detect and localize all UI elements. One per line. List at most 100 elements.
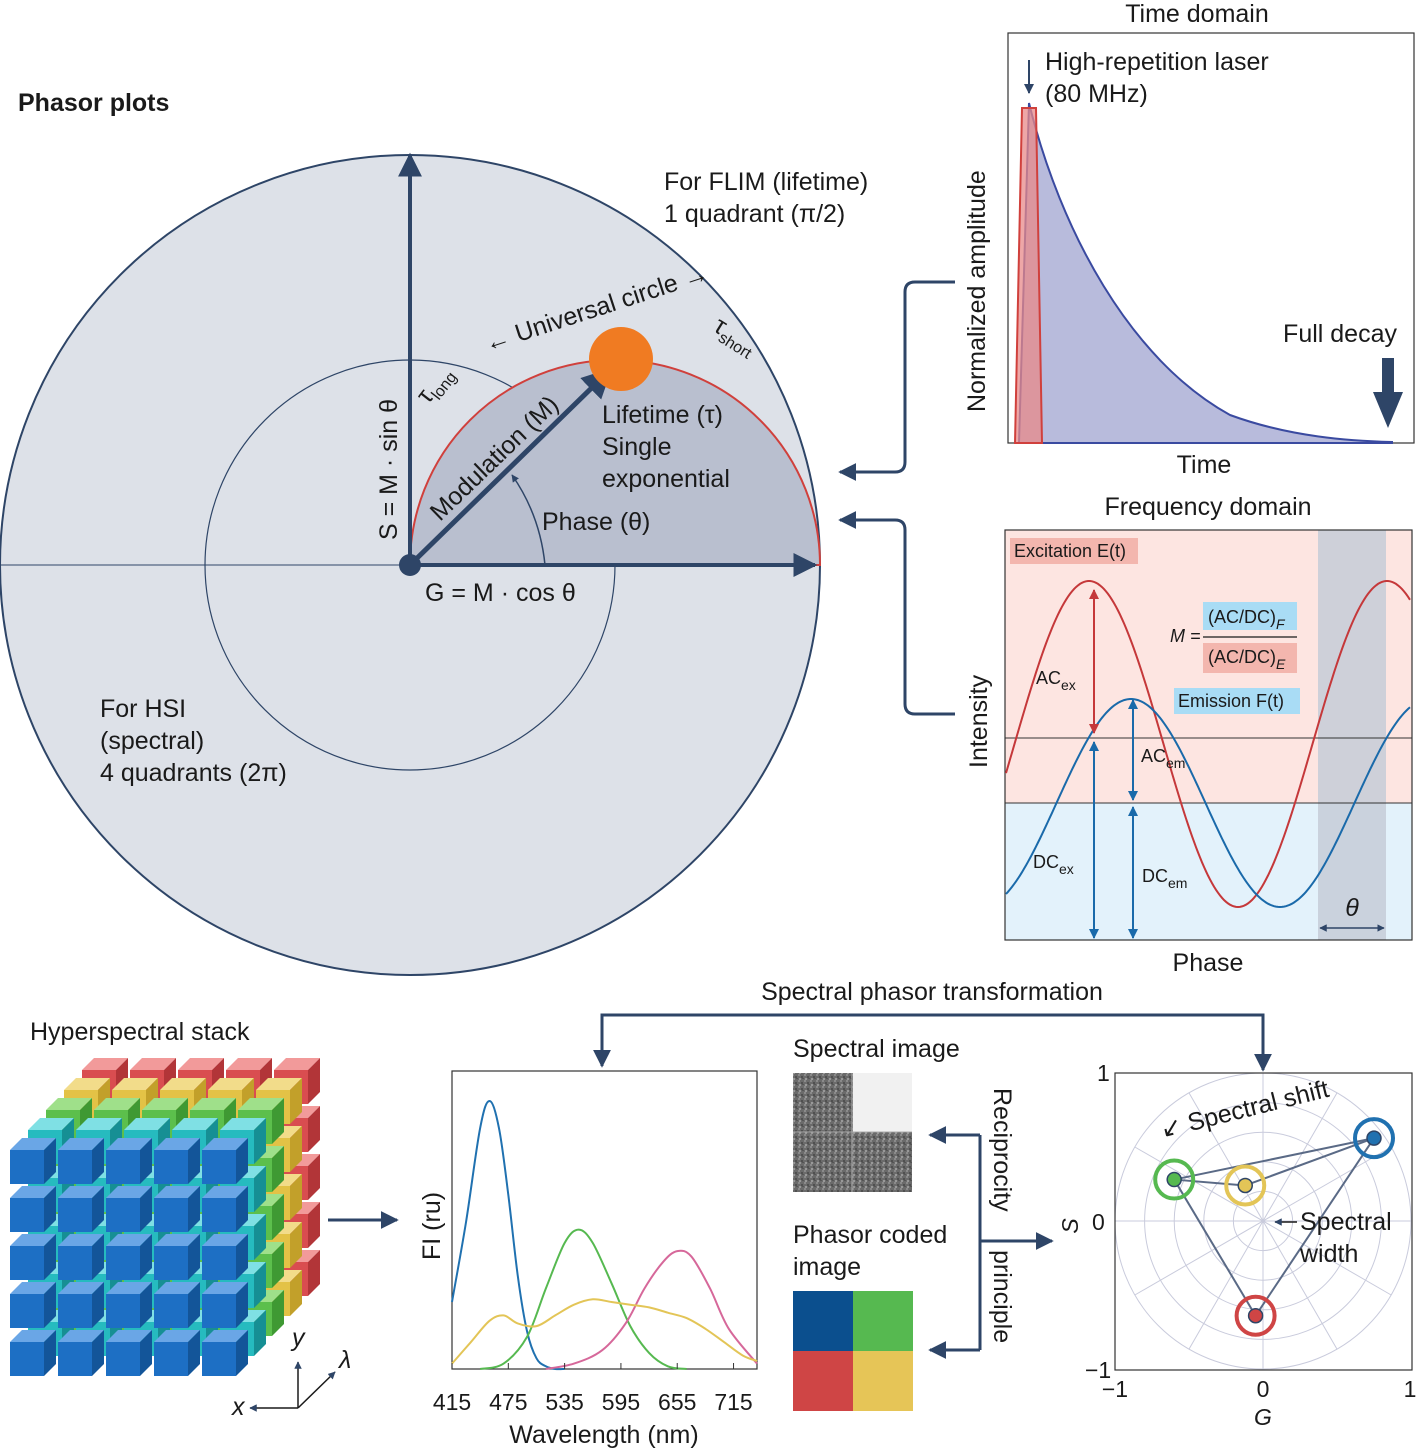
laser-label-1: High-repetition laser (1045, 48, 1269, 76)
flim-label-1: For FLIM (lifetime) (664, 168, 868, 196)
lambda-axis-arrow (297, 1371, 336, 1409)
coded-image-quadrant (853, 1351, 913, 1411)
x-tick-label: 595 (602, 1389, 640, 1415)
y-axis-label: y (290, 1324, 306, 1352)
voxel-cube (10, 1186, 56, 1232)
voxel-cube (202, 1330, 248, 1376)
voxel-cube (58, 1186, 104, 1232)
phasor-point (1153, 1158, 1196, 1201)
g-tick-min: −1 (1102, 1376, 1128, 1402)
laser-label-2: (80 MHz) (1045, 80, 1148, 108)
ac-em-label: ACem (1141, 746, 1185, 771)
phasor-point (1353, 1117, 1395, 1160)
frequency-domain-panel: Frequency domain Excitation E(t) Emissio… (965, 493, 1413, 977)
voxel-cube (58, 1138, 104, 1184)
voxel-cube (154, 1282, 200, 1328)
x-axis-label: x (231, 1393, 246, 1421)
time-ylabel: Normalized amplitude (963, 170, 991, 412)
spectral-phasor-plot: ↙ Spectral shift Spectral width 1 0 −1 S… (1057, 1060, 1416, 1430)
m-numerator-bg (1203, 602, 1297, 630)
spectra-ylabel: FI (ru) (418, 1192, 446, 1260)
frequency-domain-title: Frequency domain (1104, 493, 1311, 521)
voxel-cube (106, 1186, 152, 1232)
flim-label-2: 1 quadrant (π/2) (664, 200, 845, 228)
voxel-cube (154, 1234, 200, 1280)
phasor-point (1234, 1294, 1277, 1337)
transform-label: Spectral phasor transformation (761, 978, 1103, 1006)
time-domain-title: Time domain (1125, 0, 1269, 28)
frequency-plot-frame (1004, 529, 1413, 941)
x-tick-label: 655 (658, 1389, 696, 1415)
frequency-xlabel: Phase (1173, 949, 1244, 977)
voxel-cube (10, 1330, 56, 1376)
excitation-curve (1005, 580, 1411, 909)
spectrum-line-2 (479, 1228, 687, 1370)
voxel-cube (154, 1330, 200, 1376)
voxel-cube (58, 1234, 104, 1280)
dc-ex-label: DCex (1033, 852, 1074, 877)
spectral-image-bright-quadrant (853, 1073, 912, 1132)
lifetime-label-3: exponential (602, 465, 730, 493)
g-tick-max: 1 (1404, 1376, 1417, 1402)
lifetime-label-2: Single (602, 433, 672, 461)
voxel-cube (58, 1330, 104, 1376)
x-tick-label: 535 (545, 1389, 583, 1415)
coded-image-quadrant (793, 1291, 853, 1351)
voxel-cube (106, 1234, 152, 1280)
spectral-width-label-1: Spectral (1300, 1208, 1392, 1236)
coded-image-quadrant (793, 1351, 853, 1411)
s-tick-min: −1 (1085, 1357, 1111, 1383)
polar-grid-spoke (1134, 1146, 1392, 1296)
dc-em-label: DCem (1142, 866, 1187, 891)
phase-shift-band (1318, 530, 1386, 940)
phasor-link-line (1244, 1137, 1375, 1187)
s-tick-max: 1 (1097, 1060, 1110, 1086)
spectrum-line-1 (451, 1099, 565, 1371)
decay-curve (1017, 102, 1393, 444)
voxel-cube (10, 1234, 56, 1280)
voxel-cube (106, 1330, 152, 1376)
voxel-cube (202, 1234, 248, 1280)
spectral-shift-label: ↙ Spectral shift (1158, 1075, 1332, 1144)
voxel-cube (202, 1186, 248, 1232)
phasor-link-line (1174, 1178, 1246, 1187)
time-domain-panel: Time domain High-repetition laser (80 MH… (963, 0, 1415, 479)
voxel-cube (106, 1138, 152, 1184)
figure-title: Phasor plots (18, 89, 169, 117)
principle-label-bg (988, 1248, 1020, 1368)
s-axis-label: S = M · sin θ (375, 399, 403, 540)
spectra-xlabel: Wavelength (nm) (509, 1421, 698, 1449)
emission-curve (1005, 698, 1411, 909)
full-decay-label: Full decay (1283, 320, 1397, 348)
excitation-label: Excitation E(t) (1014, 541, 1126, 561)
phasor-coded-title-2: image (793, 1253, 861, 1281)
origin-dot (399, 554, 421, 576)
m-denominator-bg (1203, 643, 1297, 673)
hsi-label-2: (spectral) (100, 727, 204, 755)
theta-label: θ (1345, 894, 1359, 922)
voxel-cube (58, 1282, 104, 1328)
frequency-ylabel: Intensity (965, 674, 993, 768)
phasor-diagram: For FLIM (lifetime) 1 quadrant (π/2) For… (0, 152, 868, 976)
phasor-ylabel: S (1057, 1218, 1083, 1234)
lambda-axis-label: λ (337, 1346, 351, 1374)
voxel-cube (106, 1282, 152, 1328)
spectrum-line-3 (545, 1249, 758, 1370)
voxel-cube (10, 1138, 56, 1184)
spectral-image-title: Spectral image (793, 1035, 960, 1063)
coded-image-quadrant (853, 1291, 913, 1351)
spectra-plot-frame (451, 1070, 758, 1370)
phasor-coded-image (793, 1291, 913, 1411)
phasor-point (1224, 1164, 1267, 1207)
reciprocity-label-bg (988, 1085, 1020, 1235)
x-tick-label: 415 (433, 1389, 471, 1415)
phasor-link-line (1173, 1137, 1375, 1181)
time-domain-connector (838, 280, 955, 481)
phasor-link-line (1173, 1179, 1257, 1317)
modulation-arrow (408, 367, 613, 567)
m-equation-label: M = (1170, 626, 1201, 646)
emission-label-bg (1174, 688, 1300, 714)
image-panels: Spectral image Phasor coded image Recipr… (793, 1035, 1054, 1411)
